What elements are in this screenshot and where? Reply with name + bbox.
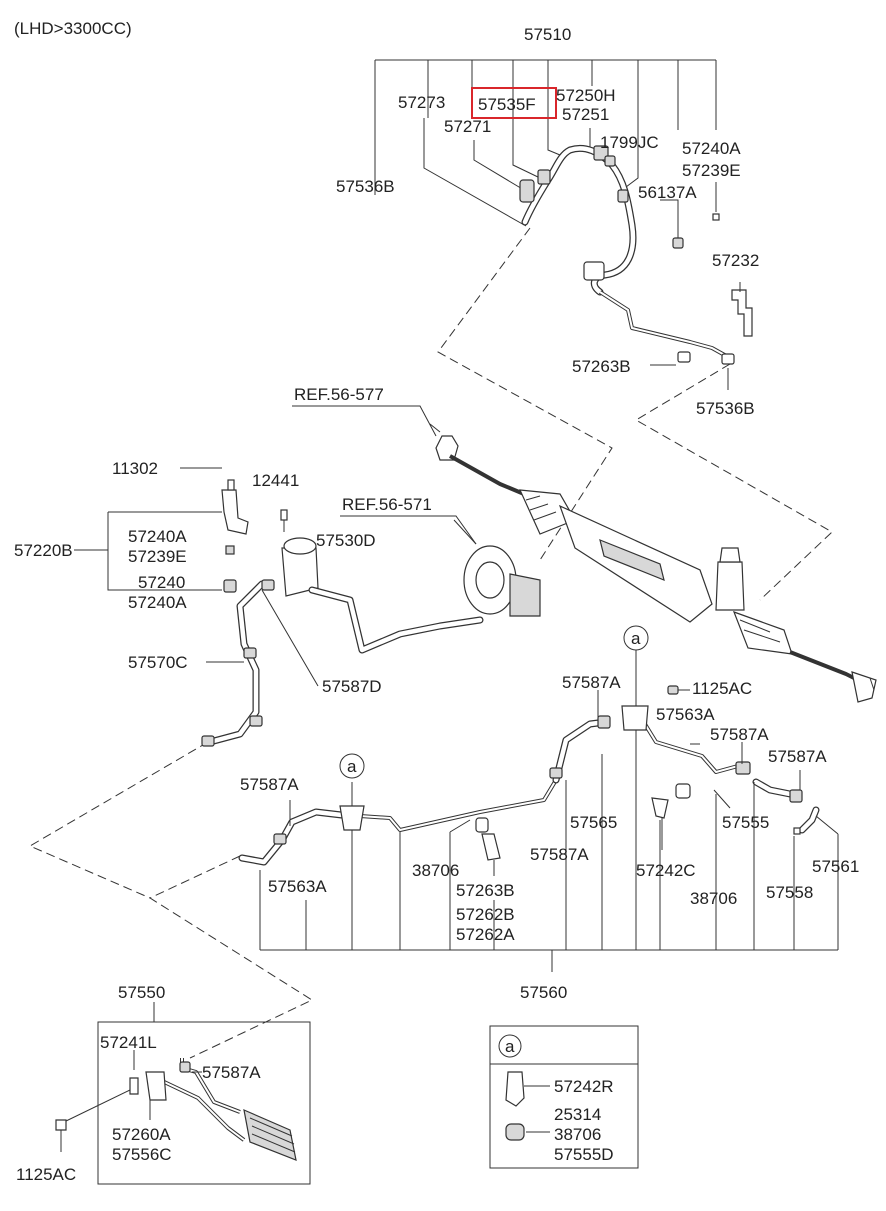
callout-1799JC: 1799JC [600,133,659,152]
callout-57232: 57232 [712,251,759,270]
highlight-box-57535F [471,87,557,119]
callout-1125AC-bottom: 1125AC [16,1165,76,1184]
callout-56137A: 56137A [638,183,697,202]
detail-callout-57555D: 57555D [554,1145,614,1164]
callout-57260A: 57260A [112,1125,171,1144]
callout-57587A-left: 57587A [240,775,299,794]
detail-callout-38706: 38706 [554,1125,601,1144]
callout-57560: 57560 [520,983,567,1002]
callout-57587A-3: 57587A [768,747,827,766]
callout-57587A-2: 57587A [710,725,769,744]
callout-57530D: 57530D [316,531,376,550]
callout-57587A-1: 57587A [562,673,621,692]
oil-cooler-assembly [55,1002,311,1185]
callout-57240: 57240 [138,573,185,592]
callout-57241L: 57241L [100,1033,157,1052]
ref-56-577: REF.56-577 [294,385,384,404]
callout-57536B-right: 57536B [696,399,755,418]
callout-11302: 11302 [112,459,158,478]
callout-57262B: 57262B [456,905,515,924]
callout-57271: 57271 [444,117,491,136]
connector-dashed-2 [635,363,833,601]
callout-57536B-top: 57536B [336,177,395,196]
callout-57565: 57565 [570,813,617,832]
detail-callout-25314: 25314 [554,1105,601,1124]
detail-a-panel [489,1025,639,1169]
callout-57587A-4: 57587A [530,845,589,864]
callout-57556C: 57556C [112,1145,172,1164]
callout-38706-left: 38706 [412,861,459,880]
callout-57263B-top: 57263B [572,357,631,376]
callout-57555: 57555 [722,813,769,832]
callout-57240A-mid: 57240A [128,527,187,546]
callout-57251: 57251 [562,105,609,124]
ref-56-571: REF.56-571 [342,495,432,514]
callout-57535F: 57535F [478,95,536,114]
callout-38706-right: 38706 [690,889,737,908]
callout-57263B-bottom: 57263B [456,881,515,900]
steering-gear-box [429,423,877,703]
detail-a-key: a [505,1037,515,1056]
variant-note: (LHD>3300CC) [14,19,132,38]
callout-57240A-top: 57240A [682,139,741,158]
high-pressure-hose-assembly [374,59,753,390]
callout-57242C: 57242C [636,861,696,880]
connector-dashed-1 [437,227,613,561]
connector-dashed-4 [149,855,241,899]
callout-57587A-5: 57587A [202,1063,261,1082]
marker-a-mid: a [631,629,641,648]
callout-57510: 57510 [524,25,571,44]
callout-57587D: 57587D [322,677,382,696]
callout-57262A: 57262A [456,925,515,944]
callout-57250H: 57250H [556,86,616,105]
callout-57570C: 57570C [128,653,188,672]
callout-57563A-left: 57563A [268,877,327,896]
circle-marker-a-mid [623,625,649,651]
return-line-assembly [238,650,839,972]
callout-57563A-right: 57563A [656,705,715,724]
marker-a-left: a [347,757,357,776]
callout-57239E-top: 57239E [682,161,741,180]
callout-57240A-mid2: 57240A [128,593,187,612]
callout-57561: 57561 [812,857,859,876]
detail-callout-57242R: 57242R [554,1077,614,1096]
circle-marker-a-left [339,753,365,779]
callout-57550: 57550 [118,983,165,1002]
callout-12441: 12441 [252,471,299,490]
pump-and-reservoir [74,467,541,747]
callout-57239E-mid: 57239E [128,547,187,566]
callout-57558: 57558 [766,883,813,902]
callout-57220B: 57220B [14,541,73,560]
callout-1125AC-top: 1125AC [692,679,752,698]
callout-57273: 57273 [398,93,445,112]
